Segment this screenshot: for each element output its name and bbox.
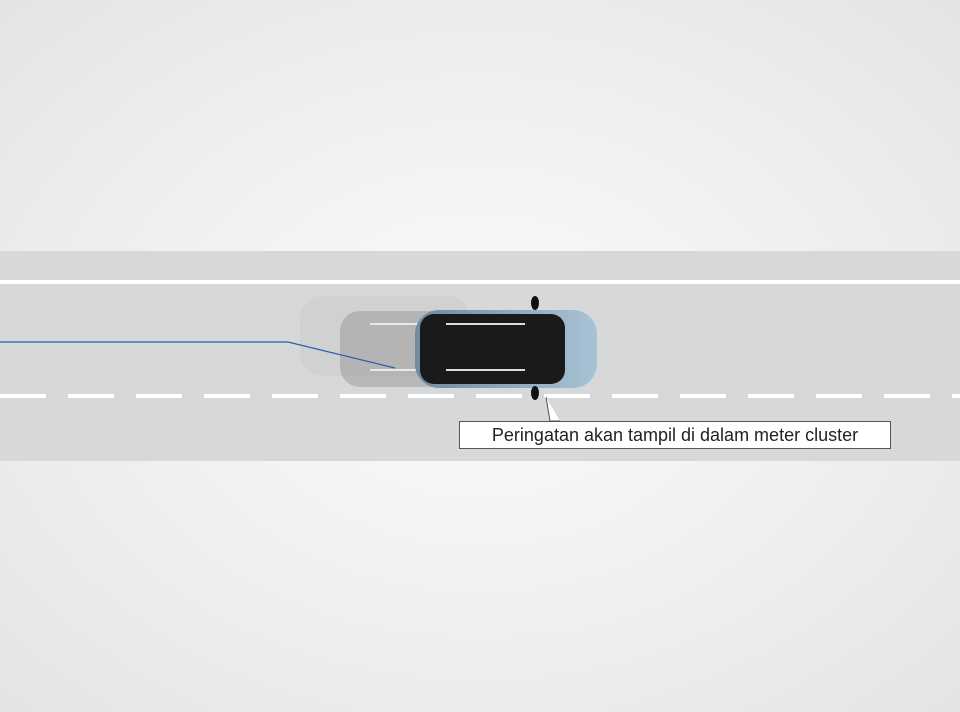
pointer-line [0, 341, 396, 369]
mirror-left [531, 296, 539, 310]
mirror-right [531, 386, 539, 400]
callout-label: Peringatan akan tampil di dalam meter cl… [459, 421, 891, 449]
car [415, 296, 597, 400]
callout-leader [545, 396, 560, 422]
